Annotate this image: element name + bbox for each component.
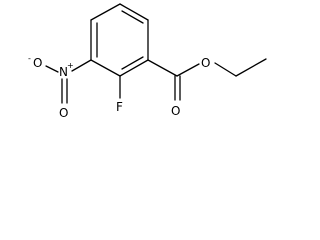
ring-bond-bottom-right — [119, 59, 149, 77]
c-n-bond — [71, 59, 92, 72]
nitro-oxygen-left-charge: - — [28, 54, 31, 63]
ethyl-2-fluoro-3-nitrobenzoate-structure: F N + O - O O O — [28, 3, 267, 120]
ring-bond-top — [119, 3, 149, 21]
benzene-ring — [90, 3, 149, 77]
nitro-nitrogen-label: N — [59, 65, 68, 79]
ring-bond-top-left — [90, 3, 121, 21]
ring-bond-bottom-right-inner — [121, 56, 144, 70]
carbonyl-to-ester-oxygen-bond — [176, 63, 200, 77]
ester-oxygen-to-ch2-bond — [214, 62, 237, 77]
ring-to-carbonyl-bond — [147, 59, 178, 77]
ring-bond-bottom-left — [90, 59, 121, 77]
ester-oxygen-label: O — [201, 56, 210, 70]
n-o-left-bond — [45, 65, 59, 73]
carbonyl-oxygen-label: O — [171, 104, 180, 118]
ethyl-ch2-ch3-bond — [235, 58, 267, 77]
nitro-oxygen-left-label: O — [33, 56, 42, 70]
nitro-nitrogen-charge: + — [67, 61, 74, 70]
nitro-oxygen-bottom-label: O — [59, 106, 68, 120]
fluorine-label: F — [116, 100, 123, 114]
ring-bond-top-inner — [121, 10, 144, 24]
